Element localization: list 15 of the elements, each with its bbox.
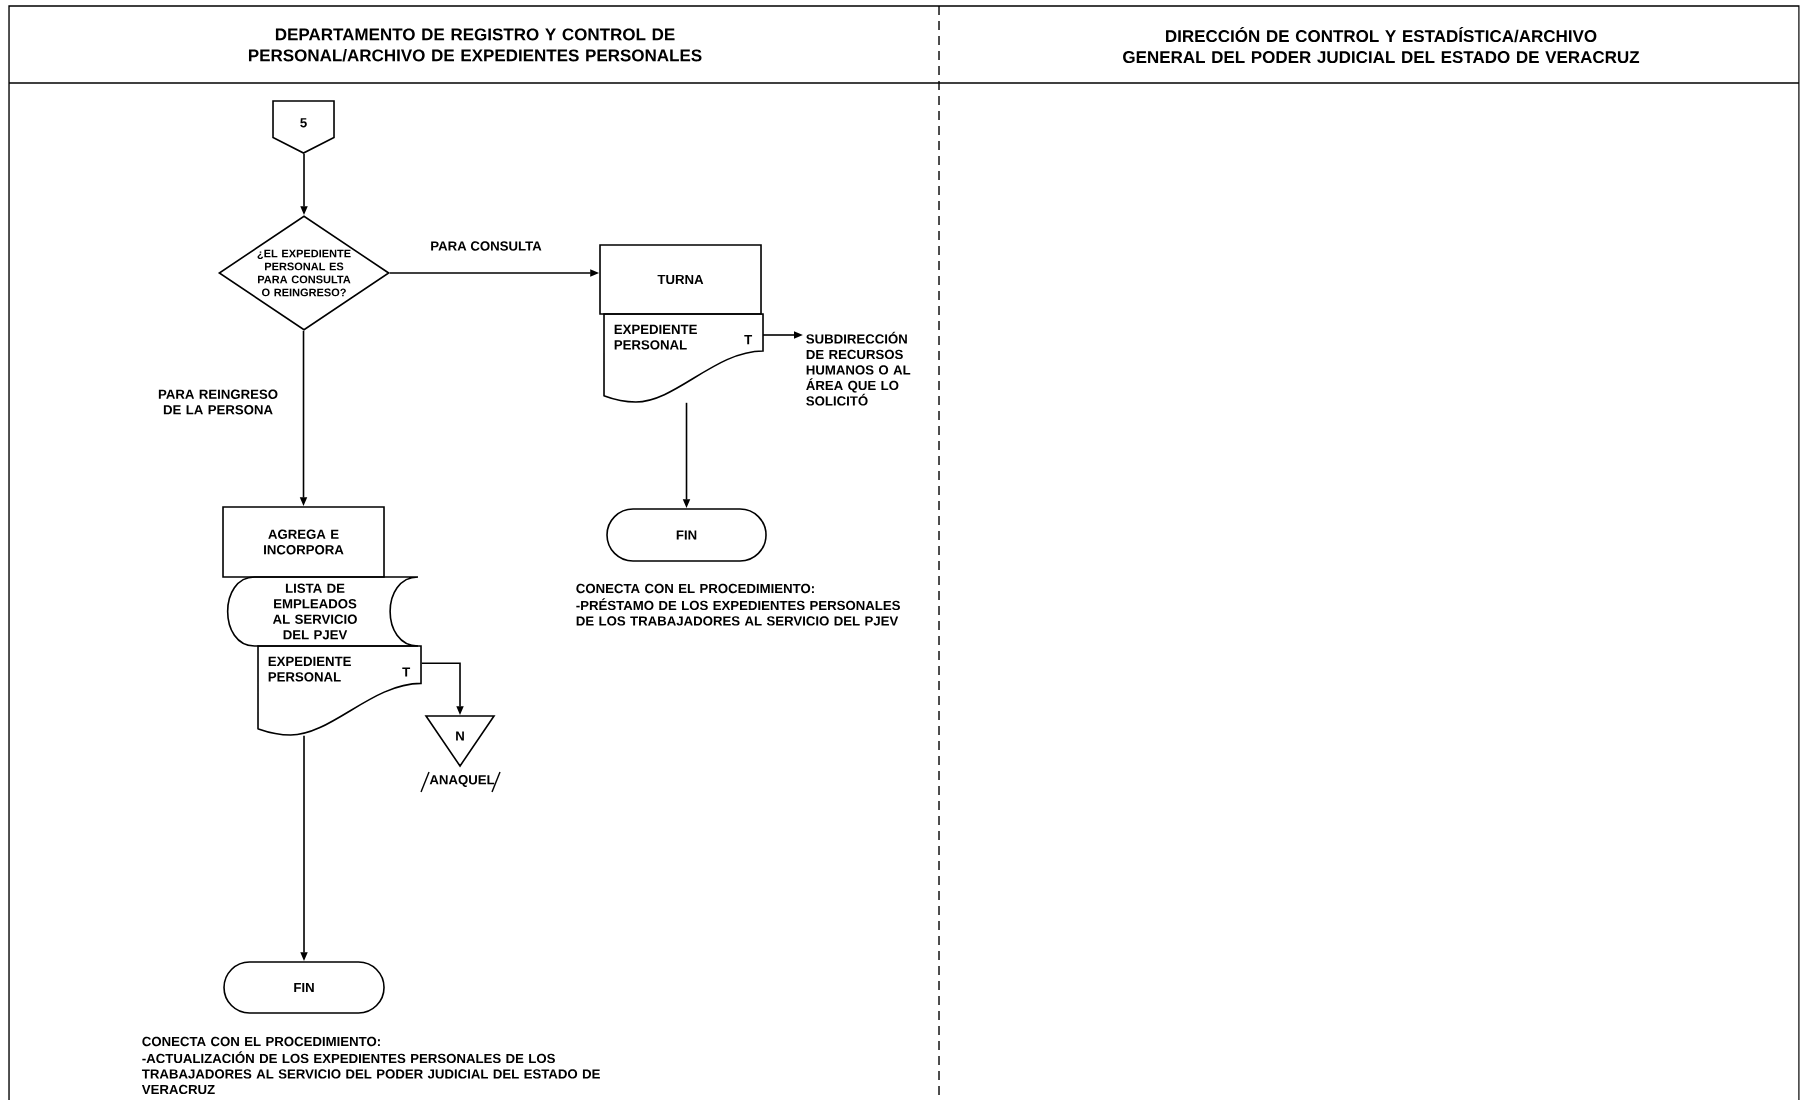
process-box: TURNA — [599, 244, 762, 315]
storage-label: ANAQUEL — [420, 771, 501, 793]
edge-label: PARA REINGRESO DE LA PERSONA — [146, 387, 290, 417]
offpage-connector: 5 — [272, 100, 335, 154]
note-text: CONECTA CON EL PROCEDIMIENTO: — [142, 1036, 380, 1047]
lane-header: DIRECCIÓN DE CONTROL Y ESTADÍSTICA/ARCHIVO GENERAL DEL PODER JUDICIAL DEL ESTADO DE VERACRUZ — [1123, 26, 1640, 64]
destination-text: SUBDIRECCIÓN DE RECURSOS HUMANOS O AL ÁREA QUE LO SOLICITÓ — [806, 331, 911, 406]
lane-header: DEPARTAMENTO DE REGISTRO Y CONTROL DE PERSONAL/ARCHIVO DE EXPEDIENTES PERSONALES — [249, 28, 702, 62]
process-box: AGREGA E INCORPORA — [222, 506, 385, 578]
note-text: -ACTUALIZACIÓN DE LOS EXPEDIENTES PERSONALES DE LOS TRABAJADORES AL SERVICIO DEL PODER JUDICIAL DEL ESTADO DE VERACRUZ — [141, 1051, 600, 1095]
note-text: CONECTA CON EL PROCEDIMIENTO: — [576, 583, 814, 594]
terminal-box: FIN — [223, 961, 385, 1014]
terminal-box: FIN — [606, 508, 767, 562]
edge-label: PARA CONSULTA — [428, 239, 544, 253]
note-text: -PRÉSTAMO DE LOS EXPEDIENTES PERSONALES DE LOS TRABAJADORES AL SERVICIO DEL PJEV — [576, 598, 900, 626]
